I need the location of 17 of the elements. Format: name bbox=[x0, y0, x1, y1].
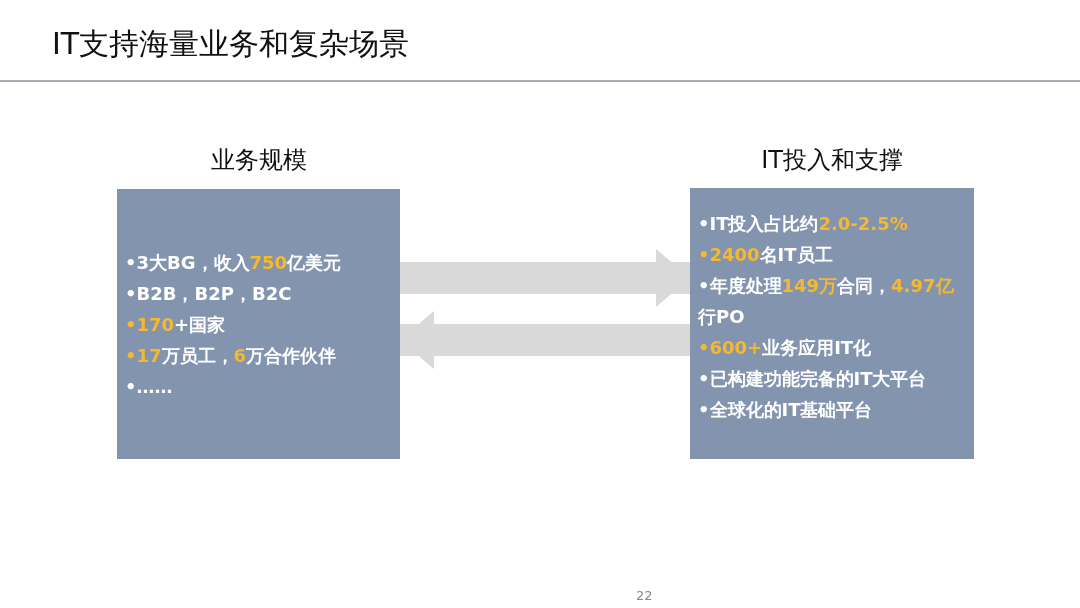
bullet-item: •IT投入占比约2.0-2.5% bbox=[698, 212, 909, 236]
bullet-item: •已构建功能完备的IT大平台 bbox=[698, 367, 928, 391]
bullet-item: •3大BG，收入750亿美元 bbox=[125, 250, 343, 275]
block-arrow bbox=[400, 249, 690, 307]
bullet-item: •全球化的IT基础平台 bbox=[698, 398, 874, 422]
page-number: 22 bbox=[636, 588, 653, 603]
bullet-item: •B2B，B2P，B2C bbox=[125, 281, 293, 306]
panel-heading: 业务规模 bbox=[209, 145, 308, 176]
bullet-item: •2400名IT员工 bbox=[698, 243, 834, 267]
slide-title: IT支持海量业务和复杂场景 bbox=[52, 25, 410, 63]
bullet-item: •17万员工，6万合作伙伴 bbox=[125, 343, 338, 368]
bullet-item: •600+业务应用IT化 bbox=[698, 336, 873, 360]
bullet-item: •170+国家 bbox=[125, 312, 227, 337]
block-arrow bbox=[400, 311, 690, 369]
bullet-item: •年度处理149万合同，4.97亿行PO bbox=[698, 274, 955, 329]
panel-heading: IT投入和支撑 bbox=[760, 145, 904, 176]
bullet-item: •…… bbox=[125, 374, 174, 399]
